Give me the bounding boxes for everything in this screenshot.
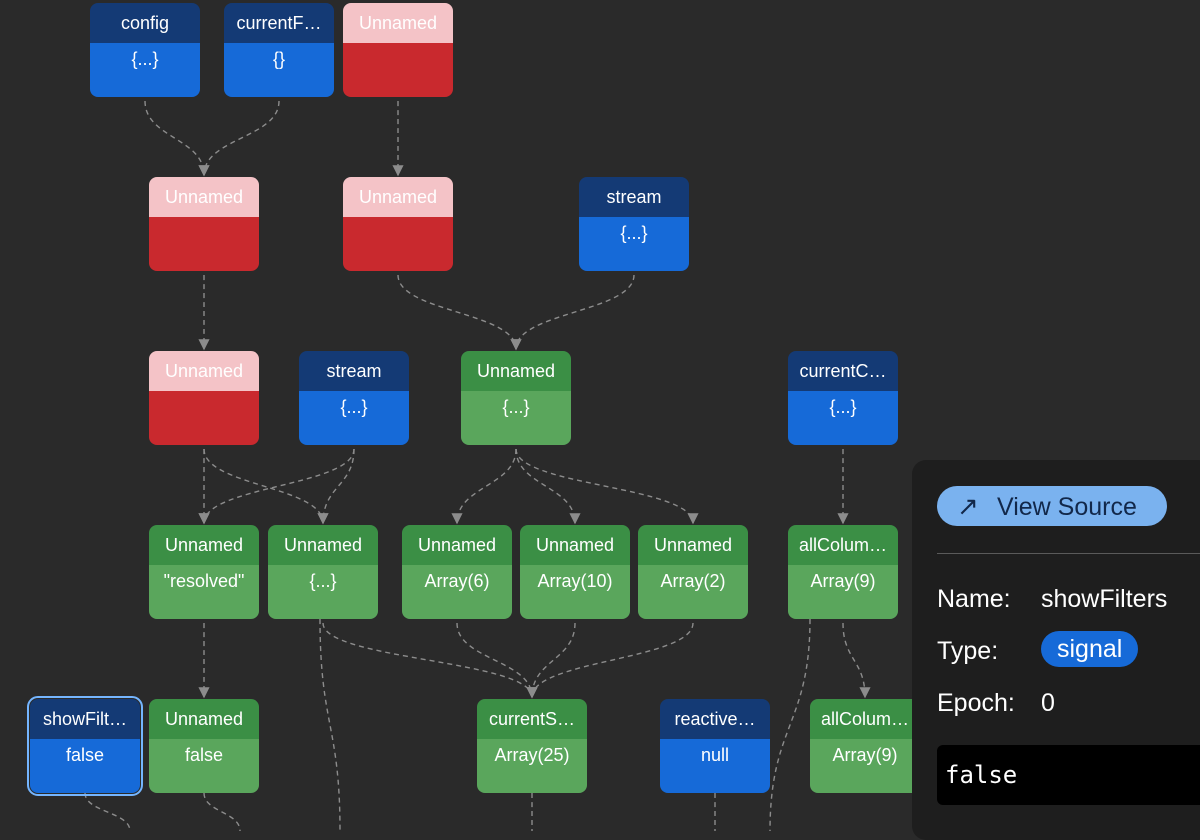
node-value — [343, 43, 453, 97]
node-value: {...} — [788, 391, 898, 445]
graph-node[interactable]: Unnamed — [343, 177, 453, 271]
node-value: Array(6) — [402, 565, 512, 619]
epoch-row: Epoch: 0 — [937, 689, 1055, 718]
node-value: {...} — [579, 217, 689, 271]
graph-node[interactable]: stream{...} — [299, 351, 409, 445]
graph-node[interactable]: Unnamed — [343, 3, 453, 97]
node-title: Unnamed — [402, 525, 512, 565]
dependency-edge — [526, 622, 694, 699]
dependency-edge — [515, 448, 581, 525]
graph-node[interactable]: Unnamed"resolved" — [149, 525, 259, 619]
type-row: Type: signal — [937, 631, 1139, 667]
dependency-edge — [198, 448, 355, 525]
node-title: Unnamed — [149, 351, 259, 391]
node-title: stream — [299, 351, 409, 391]
node-title: currentC… — [788, 351, 898, 391]
node-title: Unnamed — [149, 699, 259, 739]
node-title: allColum… — [788, 525, 898, 565]
node-title: Unnamed — [149, 525, 259, 565]
name-label: Name: — [937, 585, 1011, 613]
dependency-edge — [319, 618, 341, 831]
node-title: stream — [579, 177, 689, 217]
graph-node[interactable]: Unnamed{...} — [268, 525, 378, 619]
node-title: Unnamed — [149, 177, 259, 217]
dependency-edge — [317, 448, 355, 525]
dependency-edge — [451, 448, 517, 525]
node-value: {...} — [461, 391, 571, 445]
node-title: Unnamed — [343, 177, 453, 217]
arrow-up-right-icon: ↗ — [957, 491, 979, 521]
value-display: false — [937, 745, 1200, 805]
name-row: Name: showFilters — [937, 585, 1167, 614]
name-value: showFilters — [1041, 585, 1168, 613]
node-value: Array(25) — [477, 739, 587, 793]
node-title: Unnamed — [461, 351, 571, 391]
node-value — [149, 391, 259, 445]
node-title: currentS… — [477, 699, 587, 739]
dependency-edge — [198, 100, 280, 177]
node-title: Unnamed — [520, 525, 630, 565]
node-value: false — [149, 739, 259, 793]
node-title: currentF… — [224, 3, 334, 43]
node-value — [149, 217, 259, 271]
node-value: Array(9) — [788, 565, 898, 619]
graph-node[interactable]: config{...} — [90, 3, 200, 97]
node-title: Unnamed — [638, 525, 748, 565]
node-value: {...} — [268, 565, 378, 619]
graph-node[interactable]: Unnamed{...} — [461, 351, 571, 445]
graph-node[interactable]: stream{...} — [579, 177, 689, 271]
dependency-edge — [322, 622, 538, 699]
type-badge: signal — [1041, 631, 1139, 667]
epoch-label: Epoch: — [937, 689, 1015, 717]
dependency-edge — [84, 792, 131, 831]
graph-node[interactable]: allColum…Array(9) — [788, 525, 898, 619]
inspector-panel: ↗ View Source Name: showFilters Type: sig… — [912, 460, 1200, 840]
node-value: null — [660, 739, 770, 793]
view-source-label: View Source — [997, 493, 1137, 521]
epoch-value: 0 — [1041, 689, 1055, 717]
node-value — [343, 217, 453, 271]
dependency-edge — [526, 622, 576, 699]
graph-node[interactable]: reactive…null — [660, 699, 770, 793]
graph-node[interactable]: showFilt…false — [27, 696, 143, 796]
dependency-edge — [842, 622, 871, 699]
panel-divider — [937, 553, 1200, 554]
graph-node[interactable]: allColum…Array(9) — [810, 699, 920, 793]
dependency-edge — [397, 274, 522, 351]
node-title: reactive… — [660, 699, 770, 739]
graph-node[interactable]: currentS…Array(25) — [477, 699, 587, 793]
dependency-edge — [510, 274, 635, 351]
node-value: {...} — [299, 391, 409, 445]
node-value: Array(9) — [810, 739, 920, 793]
node-title: Unnamed — [268, 525, 378, 565]
graph-node[interactable]: currentF…{} — [224, 3, 334, 97]
node-value: {} — [224, 43, 334, 97]
node-title: config — [90, 3, 200, 43]
node-title: showFilt… — [30, 699, 140, 739]
node-value: false — [30, 739, 140, 793]
dependency-edge — [515, 448, 699, 525]
node-title: allColum… — [810, 699, 920, 739]
dependency-edge — [203, 448, 329, 525]
dependency-edge — [769, 618, 811, 831]
dependency-edge — [144, 100, 210, 177]
dependency-edge — [456, 622, 538, 699]
dependency-edge — [203, 792, 241, 831]
node-value: Array(2) — [638, 565, 748, 619]
graph-node[interactable]: Unnamed — [149, 351, 259, 445]
type-label: Type: — [937, 637, 999, 665]
node-value: Array(10) — [520, 565, 630, 619]
node-title: Unnamed — [343, 3, 453, 43]
view-source-button[interactable]: ↗ View Source — [937, 486, 1167, 526]
graph-node[interactable]: currentC…{...} — [788, 351, 898, 445]
node-value: "resolved" — [149, 565, 259, 619]
graph-node[interactable]: Unnamed — [149, 177, 259, 271]
node-value: {...} — [90, 43, 200, 97]
